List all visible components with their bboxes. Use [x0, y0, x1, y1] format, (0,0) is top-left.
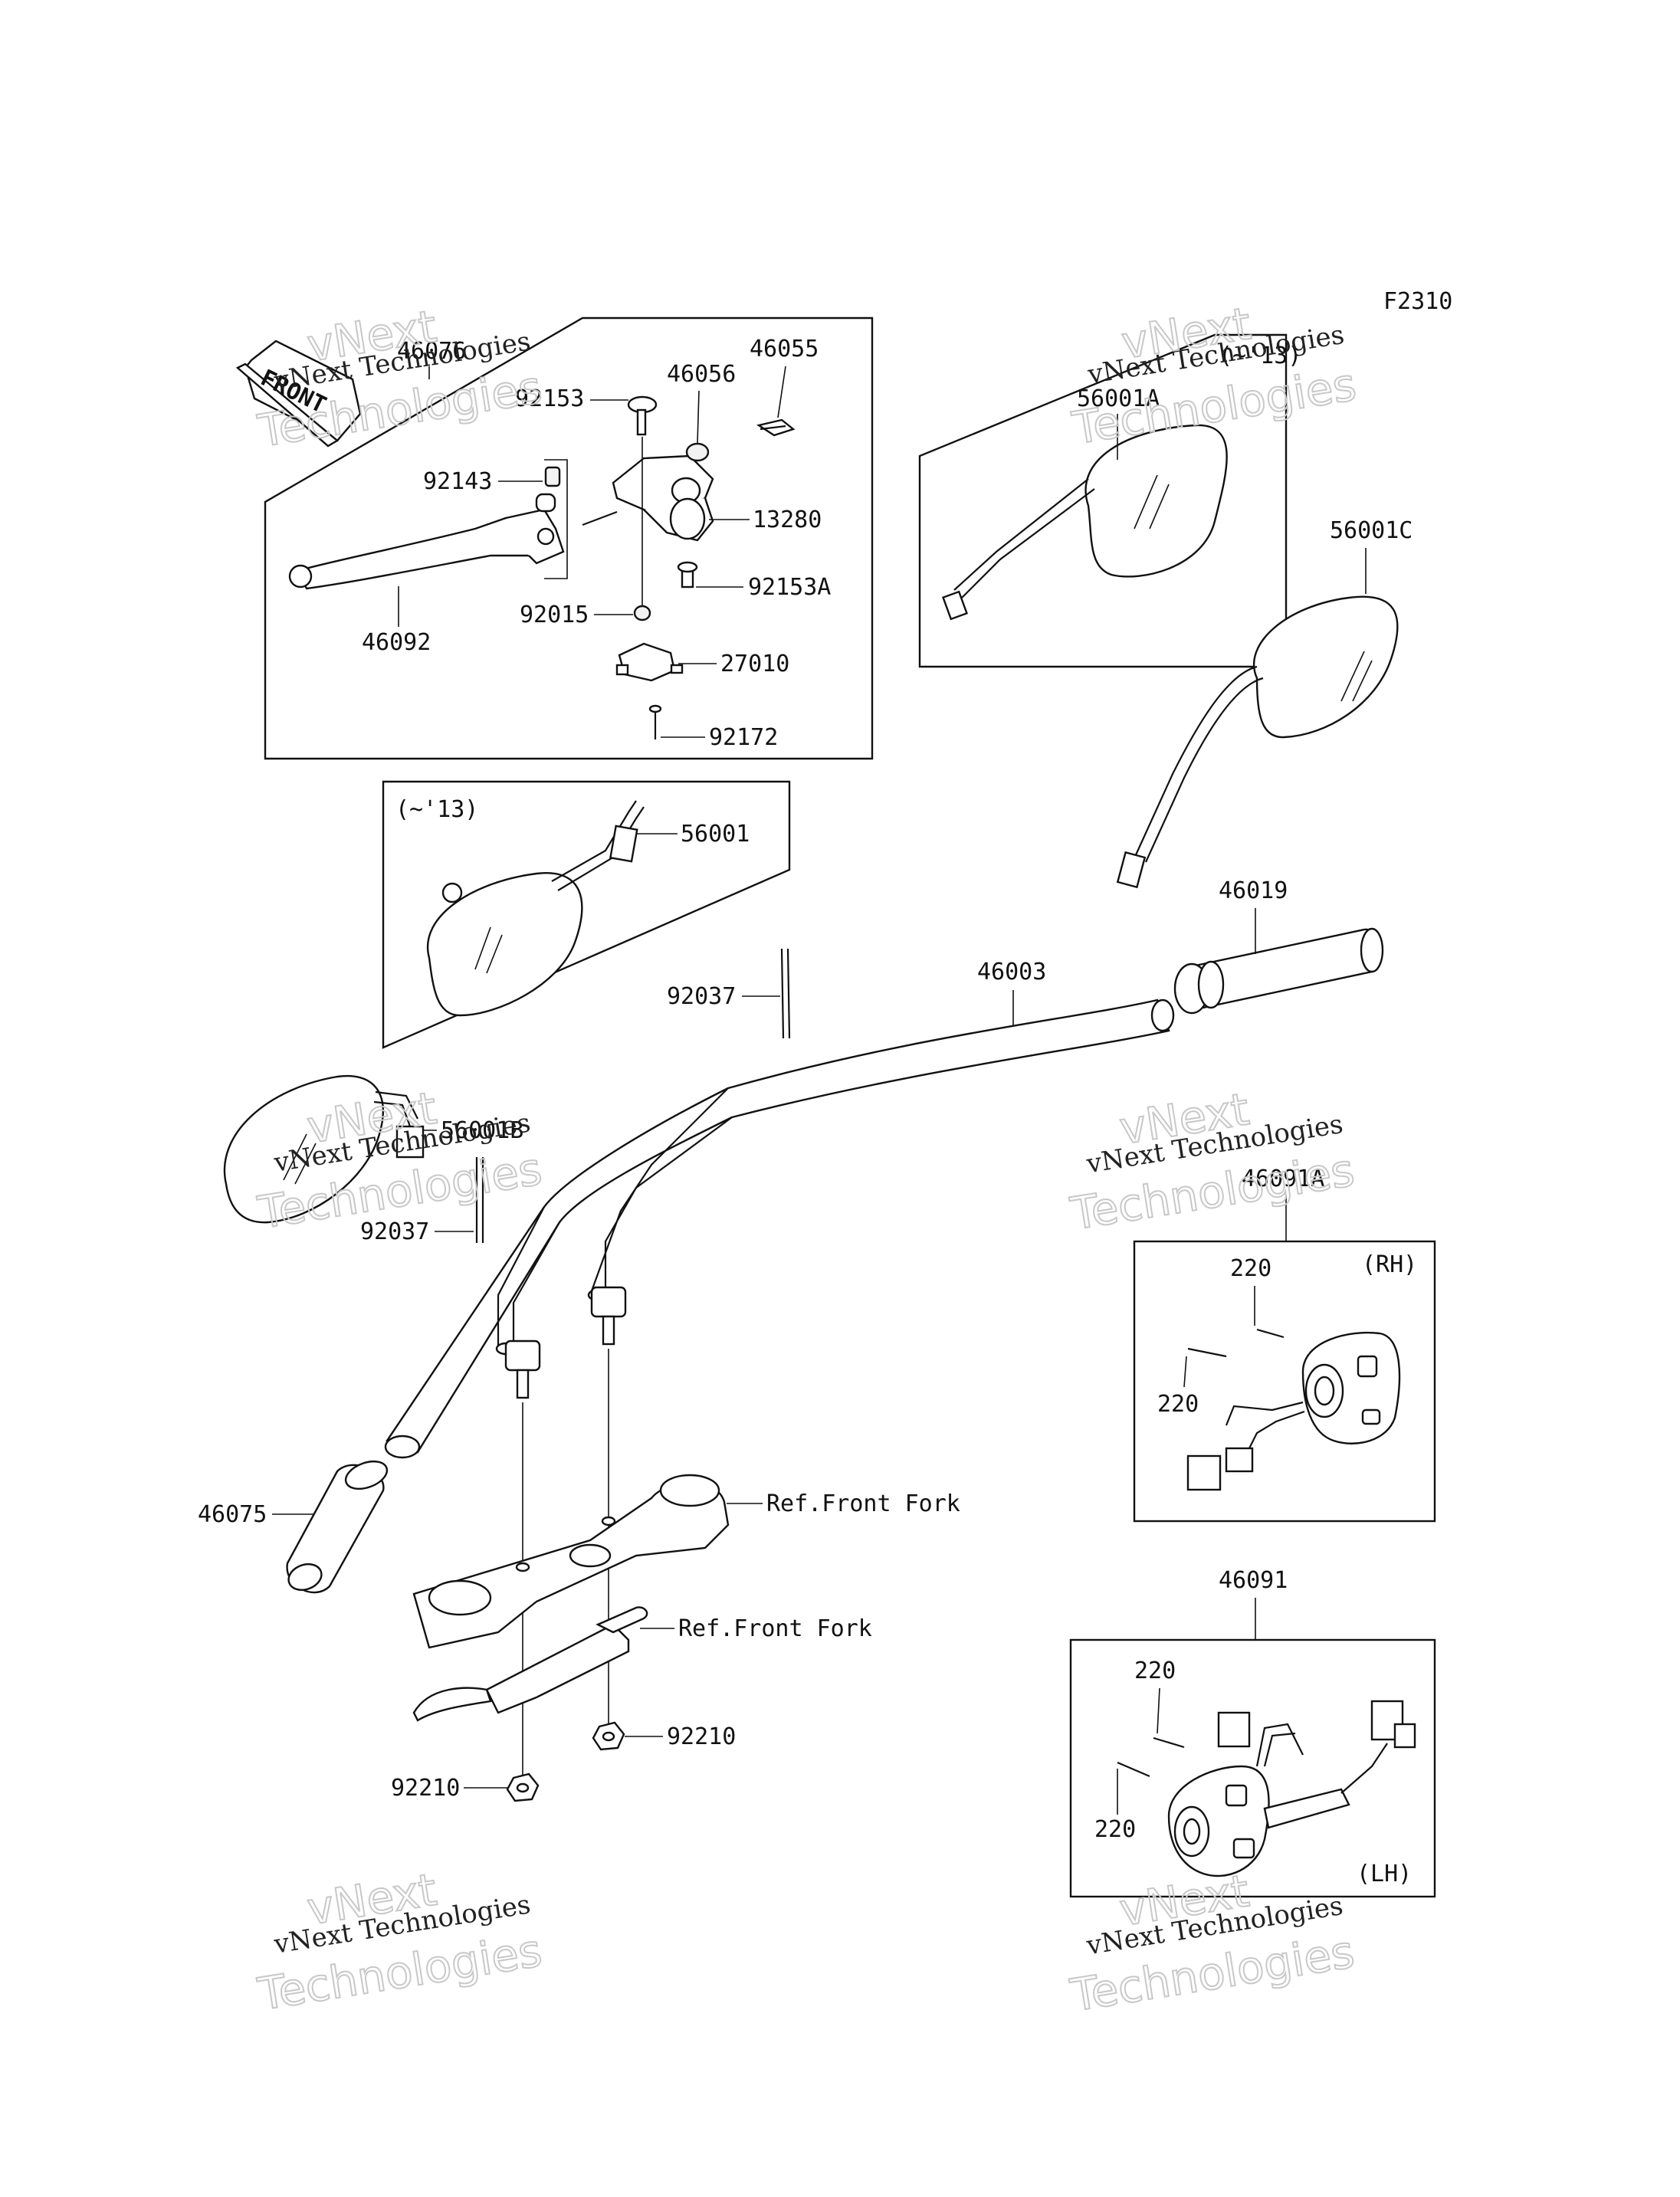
watermark-top-left: vNext Technologies Technologies vNext	[254, 300, 546, 458]
label-46091A: 46091A	[1242, 1166, 1324, 1192]
watermark-bottom-left: vNext Technologies Technologies vNext	[254, 1863, 546, 2022]
label-46091: 46091	[1219, 1567, 1288, 1594]
label-46056: 46056	[667, 361, 736, 388]
fork-upper-bracket	[412, 1474, 730, 1649]
mirror-box-upper	[918, 333, 1288, 668]
lh-label: (LH)	[1357, 1861, 1412, 1887]
grip-46075	[286, 1460, 389, 1594]
label-92037-lower: 92037	[360, 1218, 429, 1245]
mirror-56001A	[941, 424, 1228, 621]
upper-variant-label: (~'13)	[1219, 343, 1301, 369]
label-56001: 56001	[681, 821, 750, 848]
label-56001A: 56001A	[1077, 385, 1160, 412]
label-46076: 46076	[397, 338, 466, 365]
label-13280: 13280	[753, 507, 822, 533]
label-92153A: 92153A	[748, 574, 831, 601]
label-92172: 92172	[709, 724, 778, 751]
screw-220-rh-upper	[1256, 1328, 1285, 1339]
watermark-bottom-right: vNext Technologies Technologies vNext	[1066, 1864, 1359, 2022]
switch-box-rh	[1133, 1240, 1436, 1523]
leader	[697, 390, 700, 444]
label-27010: 27010	[720, 651, 789, 677]
screw-head	[648, 704, 662, 713]
screw-220-rh-lower	[1187, 1347, 1227, 1358]
clamp-92037-lower	[475, 1157, 484, 1243]
label-92210-right: 92210	[667, 1723, 736, 1750]
label-92037-upper: 92037	[667, 983, 736, 1010]
lower-variant-label: (~'13)	[395, 796, 478, 823]
switch-housing-rh	[1186, 1331, 1401, 1491]
label-46092: 46092	[362, 629, 431, 656]
label-92153: 92153	[515, 385, 584, 412]
diagram-code: F2310	[1383, 288, 1452, 315]
screw-220-lh-upper	[1153, 1736, 1185, 1749]
bolt-46055	[756, 418, 796, 437]
label-46003: 46003	[977, 959, 1046, 985]
watermark-top-right: vNext Technologies Technologies vNext	[1068, 297, 1360, 455]
label-46055: 46055	[750, 336, 819, 362]
nut-92015	[633, 605, 651, 621]
leader	[777, 366, 786, 418]
holder-studs	[504, 1286, 627, 1399]
pin-92143	[544, 466, 561, 487]
label-46019: 46019	[1219, 877, 1288, 904]
label-220-rh-upper: 220	[1230, 1255, 1271, 1282]
lever-holder-13280	[582, 454, 714, 542]
label-56001B: 56001B	[441, 1117, 523, 1144]
pin-bracket-line	[544, 459, 568, 579]
leader	[1157, 1687, 1160, 1734]
brake-switch-27010	[615, 642, 684, 682]
switch-box-lh	[1069, 1638, 1436, 1898]
label-220-lh-lower: 220	[1094, 1816, 1136, 1843]
label-ref-front-fork-2: Ref.Front Fork	[678, 1615, 872, 1642]
brake-lever	[288, 493, 565, 590]
handlebar-46003	[384, 998, 1175, 1459]
washer-46056	[685, 442, 710, 462]
watermark-mid-right: vNext Technologies Technologies vNext	[1066, 1082, 1359, 1241]
lever-assembly-box	[264, 316, 874, 760]
screw-220-lh-lower	[1117, 1761, 1150, 1778]
label-92015: 92015	[520, 602, 589, 628]
bolt-92153A	[677, 561, 698, 589]
nut-92210-lower-left	[506, 1772, 540, 1802]
label-220-lh-upper: 220	[1134, 1658, 1176, 1684]
clamp-92037-upper	[780, 948, 791, 1039]
label-56001C: 56001C	[1330, 517, 1413, 544]
grip-46019	[1173, 927, 1384, 1015]
rh-label: (RH)	[1362, 1251, 1417, 1278]
fork-lower-plate	[412, 1606, 648, 1722]
nut-92210-lower-right	[592, 1721, 625, 1751]
mirror-56001	[427, 800, 645, 1017]
label-ref-front-fork-1: Ref.Front Fork	[766, 1490, 960, 1517]
mirror-box-lower	[382, 780, 791, 1049]
mirror-56001B	[223, 1074, 425, 1224]
mirror-56001C	[1116, 595, 1399, 889]
label-46075: 46075	[198, 1501, 267, 1528]
label-220-rh-lower: 220	[1157, 1391, 1199, 1418]
label-92210-left: 92210	[391, 1775, 460, 1802]
label-92143: 92143	[423, 468, 492, 495]
switch-housing-lh	[1167, 1700, 1416, 1877]
leader	[1183, 1356, 1187, 1388]
bolt-92153	[627, 395, 658, 436]
front-arrow-icon: FRONT	[235, 339, 362, 448]
